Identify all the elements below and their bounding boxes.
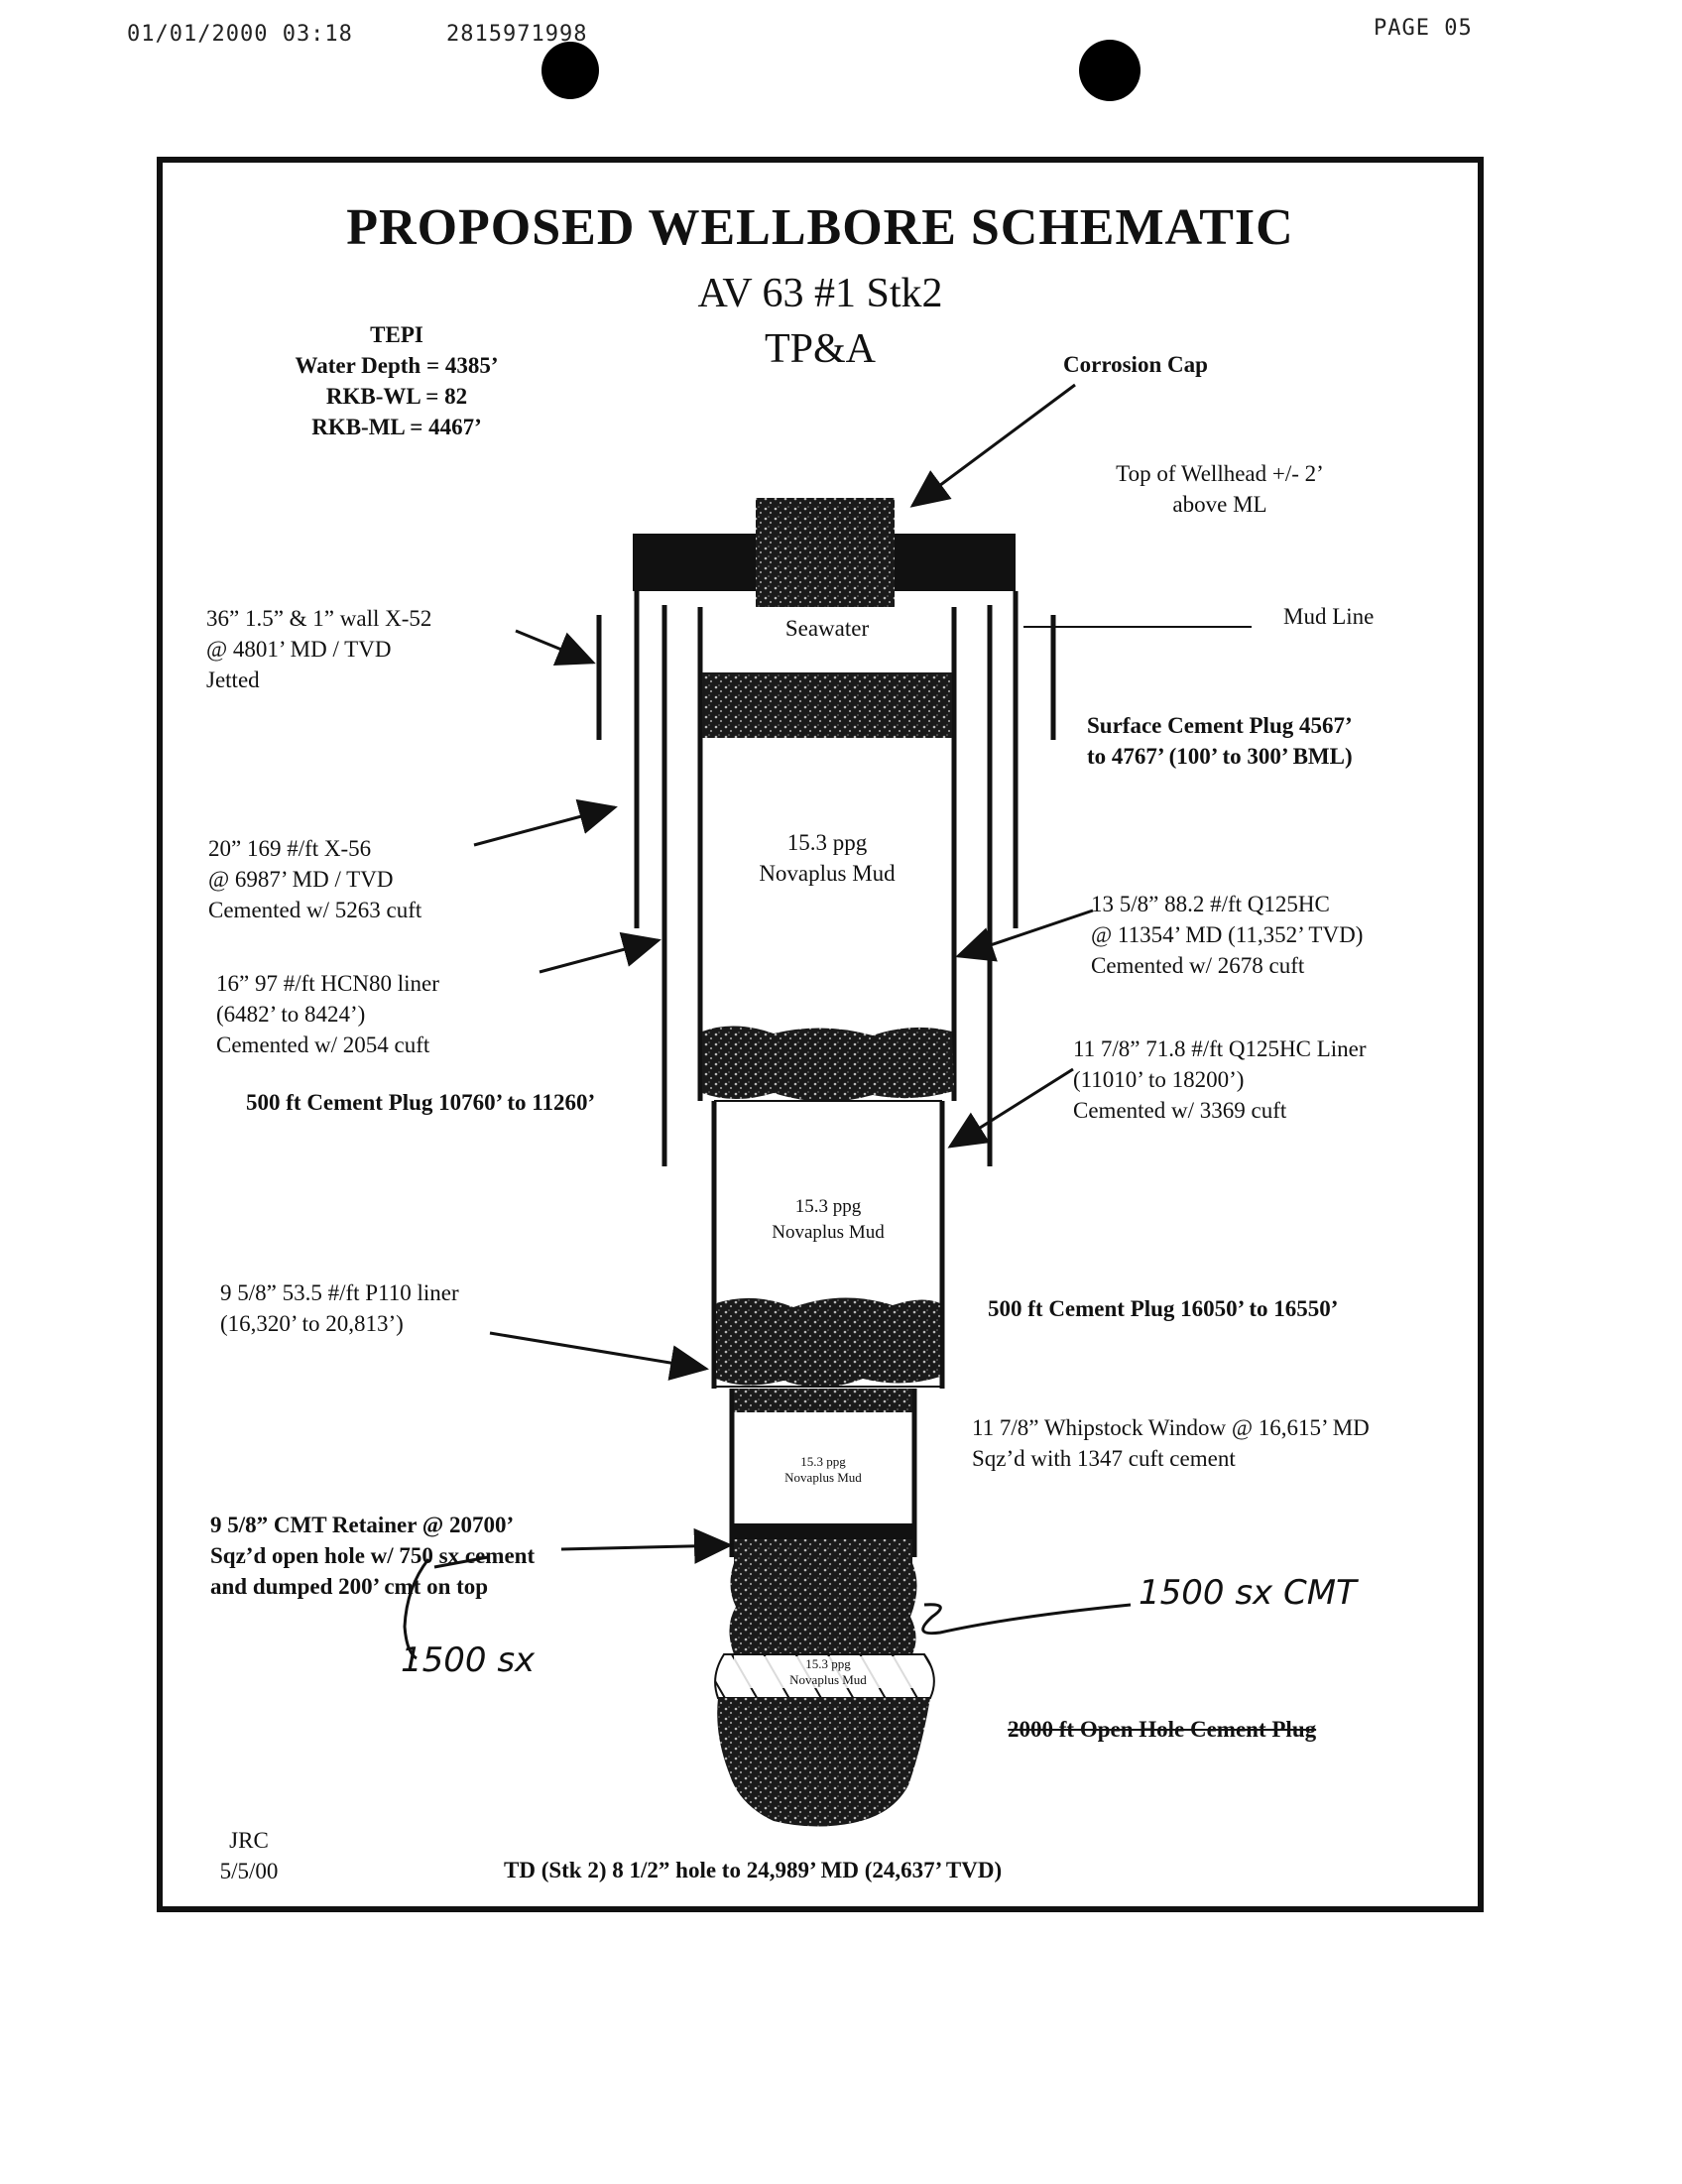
liner-1178-line-3: Cemented w/ 3369 cuft bbox=[1073, 1098, 1287, 1123]
arrow-retainer bbox=[560, 1527, 733, 1564]
schematic-frame bbox=[157, 157, 1484, 1912]
casing-1358-line-3: Cemented w/ 2678 cuft bbox=[1091, 953, 1305, 978]
casing-1358-line-1: 13 5/8” 88.2 #/ft Q125HC bbox=[1091, 892, 1330, 916]
liner-1178-line-1: 11 7/8” 71.8 #/ft Q125HC Liner bbox=[1073, 1036, 1367, 1061]
casing-36-line-3: Jetted bbox=[206, 667, 260, 692]
retainer-line-3: and dumped 200’ cmt on top bbox=[210, 1574, 489, 1599]
handwritten-pointer bbox=[921, 1603, 1132, 1636]
liner-958-label: 9 5/8” 53.5 #/ft P110 liner (16,320’ to … bbox=[220, 1277, 459, 1339]
mud-2-label: 15.3 ppg Novaplus Mud bbox=[714, 1194, 942, 1246]
casing-1358-label: 13 5/8” 88.2 #/ft Q125HC @ 11354’ MD (11… bbox=[1091, 889, 1363, 981]
fax-page: PAGE 05 bbox=[1374, 16, 1473, 41]
mud-1-label: 15.3 ppg Novaplus Mud bbox=[700, 827, 954, 889]
mud-line-label: Mud Line bbox=[1283, 604, 1375, 629]
schematic-title: PROPOSED WELLBORE SCHEMATIC bbox=[346, 199, 1294, 256]
mud-3-weight: 15.3 ppg bbox=[800, 1454, 846, 1469]
wellhead-top-label: Top of Wellhead +/- 2’ above ML bbox=[1081, 458, 1359, 520]
arrow-casing-20 bbox=[473, 798, 618, 847]
liner-16-line-1: 16” 97 #/ft HCN80 liner bbox=[216, 971, 439, 996]
author-date: 5/5/00 bbox=[219, 1859, 279, 1883]
open-hole-cement-upper bbox=[729, 1563, 917, 1654]
mud-1-weight: 15.3 ppg bbox=[786, 830, 868, 855]
cement-plug-1-label: 500 ft Cement Plug 10760’ to 11260’ bbox=[246, 1090, 596, 1115]
seawater-label: Seawater bbox=[784, 616, 870, 641]
mud-4-type: Novaplus Mud bbox=[789, 1672, 867, 1687]
cement-plug-2 bbox=[716, 1297, 940, 1388]
casing-36-line-2: @ 4801’ MD / TVD bbox=[206, 637, 392, 662]
whipstock-label: 11 7/8” Whipstock Window @ 16,615’ MD Sq… bbox=[972, 1412, 1370, 1474]
author-block: JRC 5/5/00 bbox=[204, 1825, 294, 1886]
wellhead-top-line-1: Top of Wellhead +/- 2’ bbox=[1116, 461, 1324, 486]
mud-4-weight: 15.3 ppg bbox=[805, 1656, 851, 1671]
whipstock-cement bbox=[734, 1389, 912, 1412]
wellhead-top-line-2: above ML bbox=[1172, 492, 1267, 517]
water-depth: Water Depth = 4385’ bbox=[295, 353, 499, 378]
arrow-liner-16 bbox=[539, 931, 661, 974]
liner-958-line-2: (16,320’ to 20,813’) bbox=[220, 1311, 404, 1336]
casing-20-line-3: Cemented w/ 5263 cuft bbox=[208, 898, 422, 922]
open-hole-cement-lower bbox=[717, 1698, 930, 1827]
corrosion-cap bbox=[756, 498, 895, 607]
rkb-ml: RKB-ML = 4467’ bbox=[311, 415, 482, 439]
liner-16-label: 16” 97 #/ft HCN80 liner (6482’ to 8424’)… bbox=[216, 968, 439, 1060]
hole-punch-left bbox=[541, 42, 599, 99]
liner-16-line-3: Cemented w/ 2054 cuft bbox=[216, 1032, 430, 1057]
hole-punch-right bbox=[1079, 40, 1141, 101]
arrow-corrosion-cap bbox=[909, 383, 1076, 508]
handwritten-note-2: 1500 sx bbox=[401, 1640, 536, 1680]
surface-plug-line-2: to 4767’ (100’ to 300’ BML) bbox=[1087, 744, 1353, 769]
handwritten-note-1: 1500 sx CMT bbox=[1139, 1573, 1357, 1613]
casing-1358-line-2: @ 11354’ MD (11,352’ TVD) bbox=[1091, 922, 1364, 947]
mud-4-label: 15.3 ppg Novaplus Mud bbox=[734, 1656, 922, 1688]
retainer-cement bbox=[734, 1539, 912, 1563]
surface-plug-line-1: Surface Cement Plug 4567’ bbox=[1087, 713, 1353, 738]
surface-cement-plug bbox=[702, 672, 952, 738]
cmt-retainer bbox=[734, 1523, 912, 1539]
retainer-strike bbox=[433, 1555, 489, 1569]
liner-16-line-2: (6482’ to 8424’) bbox=[216, 1002, 366, 1027]
arrow-liner-1178 bbox=[947, 1067, 1074, 1149]
mud-3-label: 15.3 ppg Novaplus Mud bbox=[732, 1454, 914, 1486]
retainer-label: 9 5/8” CMT Retainer @ 20700’ Sqz’d open … bbox=[210, 1510, 535, 1602]
liner-1178-label: 11 7/8” 71.8 #/ft Q125HC Liner (11010’ t… bbox=[1073, 1033, 1367, 1126]
well-name: AV 63 #1 Stk2 bbox=[697, 271, 943, 316]
mud-1-type: Novaplus Mud bbox=[759, 861, 896, 886]
liner-1178-line-2: (11010’ to 18200’) bbox=[1073, 1067, 1245, 1092]
casing-20-line-1: 20” 169 #/ft X-56 bbox=[208, 836, 372, 861]
casing-36-label: 36” 1.5” & 1” wall X-52 @ 4801’ MD / TVD… bbox=[206, 603, 431, 695]
rkb-wl: RKB-WL = 82 bbox=[325, 384, 468, 409]
retainer-line-1: 9 5/8” CMT Retainer @ 20700’ bbox=[210, 1513, 515, 1537]
mud-2-type: Novaplus Mud bbox=[772, 1222, 885, 1243]
handwritten-hook bbox=[403, 1558, 430, 1660]
casing-36-line-1: 36” 1.5” & 1” wall X-52 bbox=[206, 606, 432, 631]
td-label: TD (Stk 2) 8 1/2” hole to 24,989’ MD (24… bbox=[504, 1858, 1003, 1882]
author-initials: JRC bbox=[229, 1828, 269, 1853]
cement-plug-1 bbox=[702, 1026, 954, 1102]
company-name: TEPI bbox=[370, 322, 423, 347]
casing-20-label: 20” 169 #/ft X-56 @ 6987’ MD / TVD Cemen… bbox=[208, 833, 421, 925]
mud-2-weight: 15.3 ppg bbox=[794, 1196, 862, 1217]
retainer-line-2: Sqz’d open hole w/ 750 sx cement bbox=[210, 1543, 536, 1568]
company-block: TEPI Water Depth = 4385’ RKB-WL = 82 RKB… bbox=[248, 319, 545, 442]
arrow-casing-1358 bbox=[955, 909, 1094, 962]
open-hole-plug-label: 2000 ft Open Hole Cement Plug bbox=[1008, 1717, 1317, 1742]
whipstock-line-1: 11 7/8” Whipstock Window @ 16,615’ MD bbox=[972, 1415, 1370, 1440]
mud-3-type: Novaplus Mud bbox=[784, 1470, 862, 1485]
liner-958-line-1: 9 5/8” 53.5 #/ft P110 liner bbox=[220, 1280, 459, 1305]
whipstock-line-2: Sqz’d with 1347 cuft cement bbox=[972, 1446, 1236, 1471]
fax-datetime: 01/01/2000 03:18 bbox=[127, 22, 353, 47]
arrow-casing-36 bbox=[515, 629, 596, 666]
cement-plug-2-label: 500 ft Cement Plug 16050’ to 16550’ bbox=[988, 1296, 1339, 1321]
corrosion-cap-label: Corrosion Cap bbox=[1063, 352, 1208, 377]
arrow-liner-958 bbox=[489, 1331, 709, 1381]
operation-name: TP&A bbox=[764, 326, 876, 372]
casing-20-line-2: @ 6987’ MD / TVD bbox=[208, 867, 394, 892]
surface-plug-label: Surface Cement Plug 4567’ to 4767’ (100’… bbox=[1087, 710, 1353, 772]
